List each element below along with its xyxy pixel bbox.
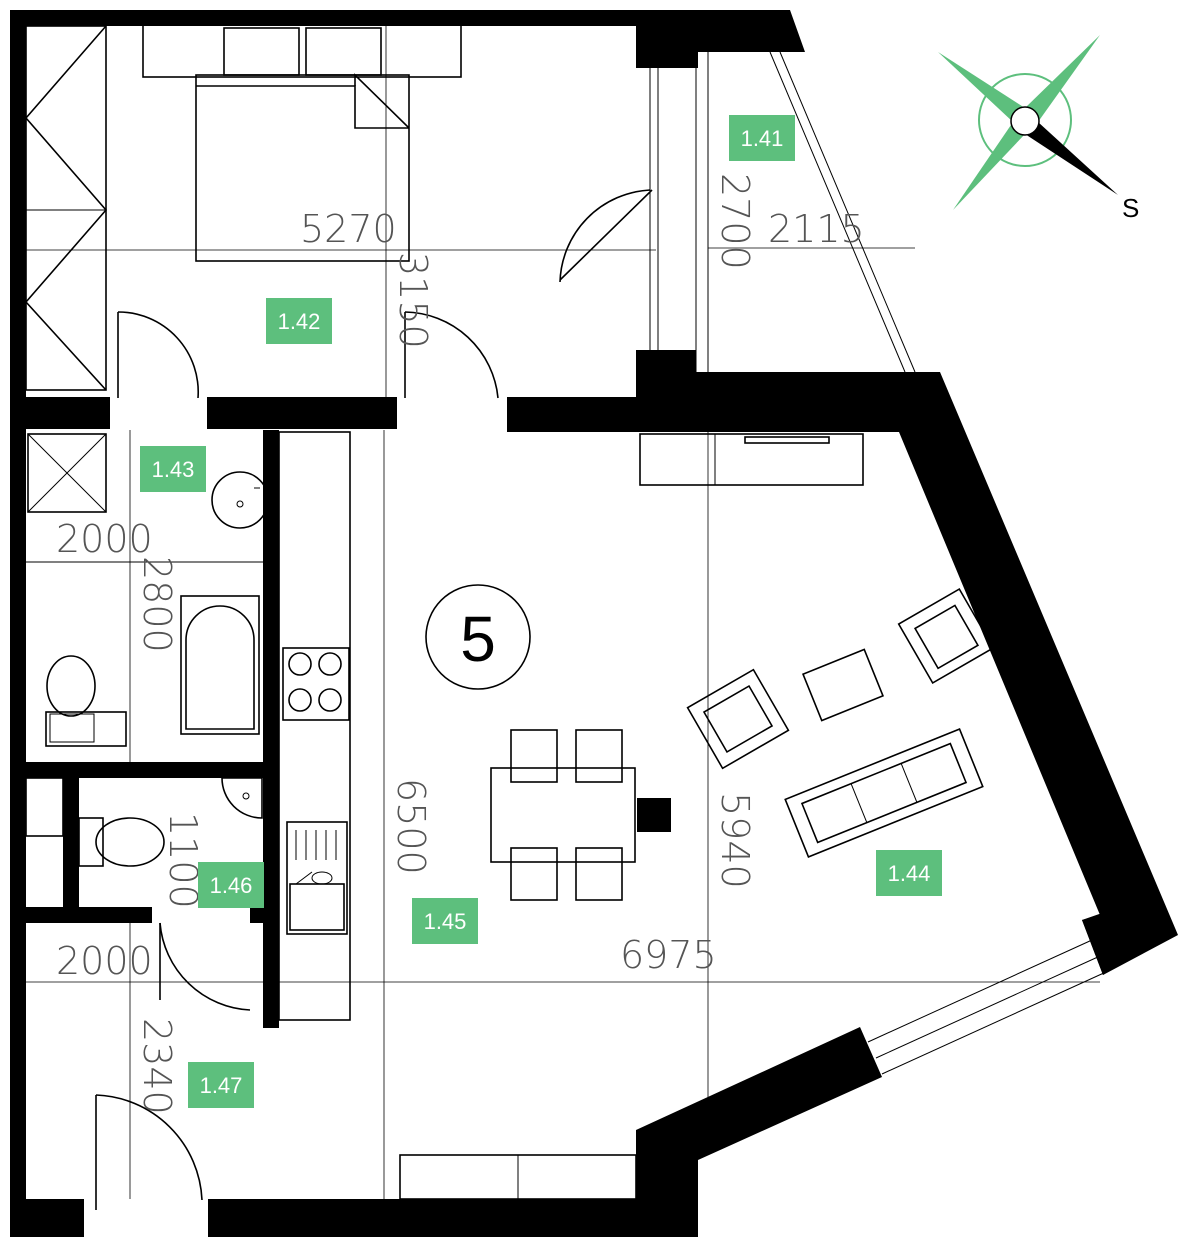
room-tag-label: 1.42 [278, 309, 321, 334]
room-tag-1-41: 1.41 [729, 115, 795, 161]
dim-living-width: 6975 [620, 933, 717, 977]
bathroom-fixtures [26, 433, 269, 747]
dim-bath-depth: 2800 [135, 556, 179, 653]
room-tag-bg [729, 115, 795, 161]
room-tag-label: 1.47 [200, 1073, 243, 1098]
dim-bedroom-width: 5270 [300, 207, 397, 251]
balcony-glazing [695, 51, 916, 373]
unit-marker: 5 [425, 584, 531, 690]
compass-ring [978, 73, 1072, 167]
walls [10, 10, 1178, 1237]
room-tag-1-43: 1.43 [140, 446, 206, 492]
dimension-labels: 5270 3150 2700 2115 2000 2800 1100 2000 … [56, 173, 865, 1115]
room-tags: 1.41 1.42 1.43 1.44 1.45 1.46 1.47 [140, 115, 942, 1108]
dim-balcony-width: 2115 [768, 207, 865, 251]
room-tag-bg [266, 298, 332, 344]
compass-needle-ne [1025, 35, 1100, 122]
room-tag-1-46: 1.46 [198, 862, 264, 908]
compass-south-label: S [1122, 193, 1139, 223]
room-tag-bg [140, 446, 206, 492]
wc-fixtures [25, 777, 263, 867]
room-tag-label: 1.41 [741, 126, 784, 151]
dim-balcony-depth: 2700 [713, 173, 757, 270]
bedroom-door [117, 311, 499, 399]
compass-center [1010, 106, 1040, 136]
compass-needle-sw [953, 122, 1025, 210]
room-tag-1-47: 1.47 [188, 1062, 254, 1108]
room-tag-1-42: 1.42 [266, 298, 332, 344]
living-furniture [639, 433, 995, 858]
compass: S [938, 35, 1139, 223]
room-tag-bg [198, 862, 264, 908]
dining-set [490, 729, 671, 901]
room-tag-bg [188, 1062, 254, 1108]
bed [142, 21, 462, 262]
room-tag-bg [412, 898, 478, 944]
dim-bath-width: 2000 [56, 517, 153, 561]
hall-door [95, 922, 251, 1210]
dim-hall-width: 2000 [56, 939, 153, 983]
room-tag-1-45: 1.45 [412, 898, 478, 944]
room-tag-label: 1.44 [888, 861, 931, 886]
dim-living-depth: 5940 [713, 792, 757, 889]
room-tag-label: 1.45 [424, 909, 467, 934]
compass-needle-se [1025, 122, 1118, 195]
unit-number: 5 [460, 603, 496, 675]
living-window [867, 939, 1107, 1075]
dim-kitchen-depth: 6500 [389, 778, 433, 875]
dimension-lines [26, 26, 1100, 1199]
bedroom-wardrobe [24, 25, 108, 391]
room-tag-1-44: 1.44 [876, 850, 942, 896]
room-tag-label: 1.46 [210, 873, 253, 898]
compass-needle-nw [938, 52, 1025, 122]
dim-bedroom-depth: 3150 [391, 252, 435, 349]
balcony-door [559, 68, 659, 352]
dim-hall-depth: 2340 [135, 1018, 179, 1115]
room-tag-bg [876, 850, 942, 896]
room-tag-label: 1.43 [152, 457, 195, 482]
hall-wardrobe [399, 1154, 637, 1200]
dim-wc-depth: 1100 [161, 812, 205, 909]
kitchen [278, 431, 351, 1021]
unit-circle [425, 584, 531, 690]
